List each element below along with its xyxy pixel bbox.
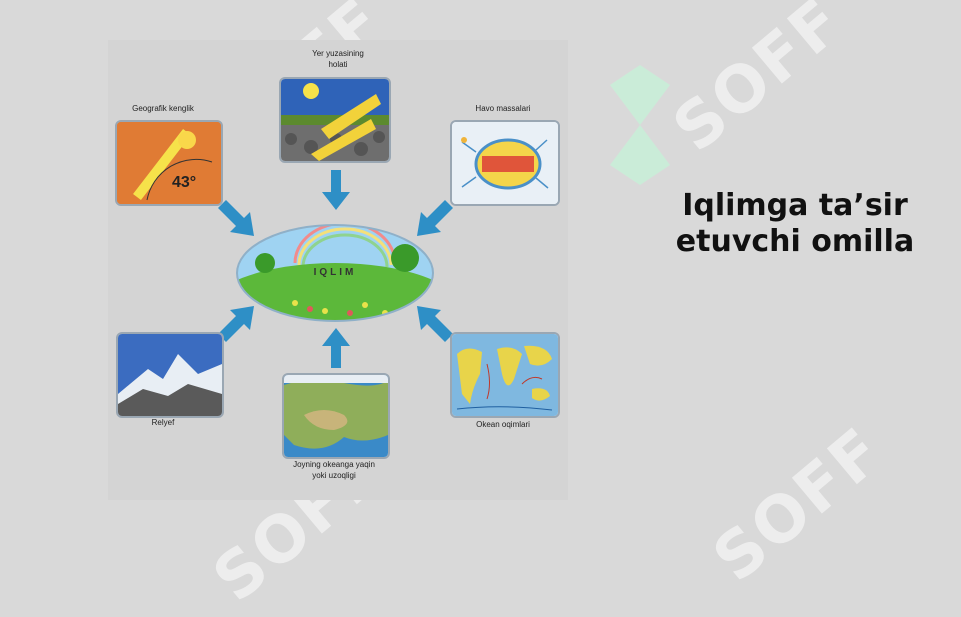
air-masses-label: Havo massalari: [475, 104, 531, 113]
ocean-distance-label-line1: Joyning okeanga yaqin: [293, 460, 375, 469]
ocean-distance-label-line2: yoki uzoqligi: [312, 471, 356, 480]
ocean-currents-label: Okean oqimlari: [476, 420, 530, 429]
watermark-text: SOFF: [700, 414, 898, 597]
climate-center-node: IQLIM: [235, 223, 435, 323]
latitude-image: 43°: [115, 120, 223, 206]
latitude-degree: 43°: [172, 174, 197, 191]
arrow-icon: [322, 328, 350, 368]
arrow-icon: [417, 200, 453, 236]
latitude-label: Geografik kenglik: [132, 104, 194, 113]
watermark-logo-icon: [610, 65, 670, 185]
arrow-icon: [322, 170, 350, 210]
slide-title: Iqlimga ta’sir etuvchi omilla: [675, 188, 915, 259]
watermark-text: SOFF: [660, 0, 858, 167]
arrow-icon: [218, 306, 254, 342]
ocean-currents-image: [450, 332, 560, 418]
arrow-icon: [417, 306, 453, 342]
arrow-icon: [218, 200, 254, 236]
ocean-distance-image: [282, 373, 390, 459]
surface-image: [279, 77, 391, 163]
climate-factors-diagram: Geografik kenglik 43° Yer yuzasining hol…: [108, 40, 568, 500]
air-masses-image: [450, 120, 560, 206]
surface-label-line2: holati: [328, 60, 348, 69]
relief-label: Relyef: [151, 418, 175, 427]
surface-label-line1: Yer yuzasining: [312, 49, 364, 58]
center-label: IQLIM: [313, 267, 357, 278]
relief-image: [116, 332, 224, 418]
